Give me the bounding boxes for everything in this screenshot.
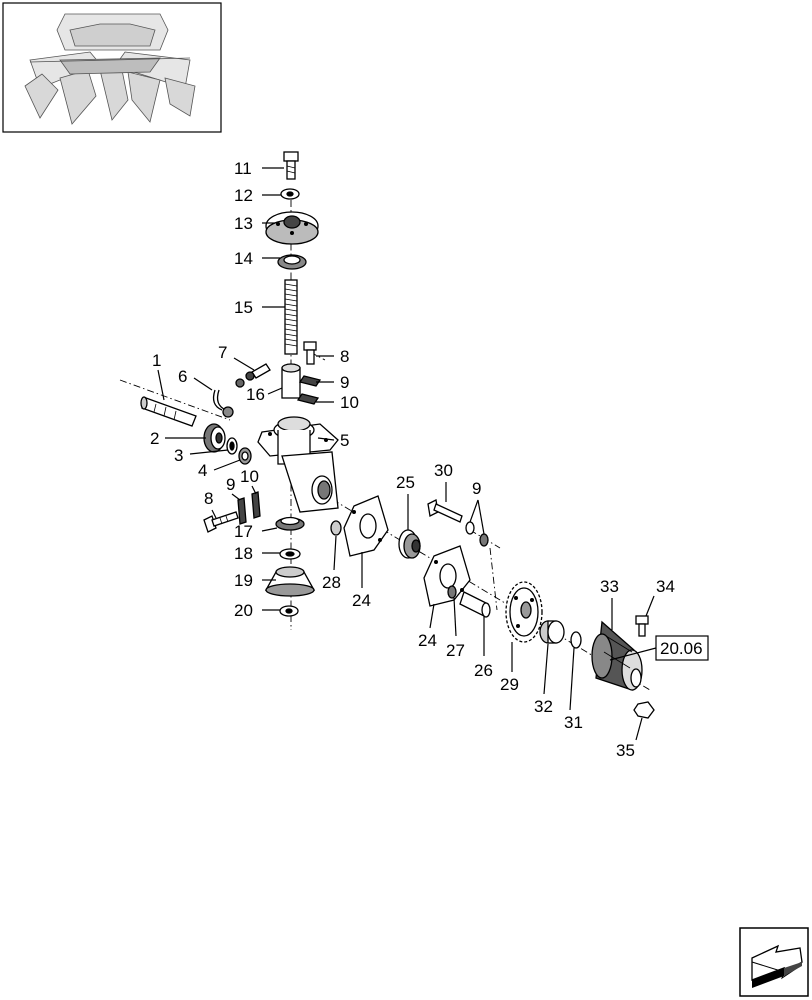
callout-29: 29 (500, 675, 519, 694)
next-page-arrow-icon[interactable] (739, 927, 809, 997)
machine-header-thumbnail (2, 2, 222, 133)
part-16-sleeve (281, 363, 301, 399)
callout-15: 15 (234, 298, 253, 317)
part-18-ring (279, 548, 301, 560)
part-12-washer (280, 188, 300, 200)
reference-box-20-06[interactable]: 20.06 (655, 635, 709, 661)
callout-10-upper: 10 (340, 393, 359, 412)
part-5-gearbox-housing (257, 416, 339, 513)
callout-9-lower: 9 (226, 475, 235, 494)
callout-26: 26 (474, 661, 493, 680)
part-14-bearing (277, 254, 307, 270)
part-9-clip-upper (298, 375, 322, 387)
part-26-bolt (459, 591, 491, 618)
callout-9-upper: 9 (340, 373, 349, 392)
callout-11: 11 (234, 159, 252, 178)
part-32-spacer (539, 620, 565, 644)
callout-4: 4 (198, 461, 207, 480)
callout-labels: 11 12 13 14 15 1 7 6 16 8 9 10 5 2 3 4 1… (150, 159, 675, 760)
part-1-pin (140, 396, 197, 427)
part-25-bush (398, 529, 421, 559)
callout-16: 16 (246, 385, 265, 404)
part-6-tube (212, 378, 245, 418)
callout-10-lower: 10 (240, 467, 259, 486)
callout-19: 19 (234, 571, 253, 590)
callout-13: 13 (234, 214, 253, 233)
callout-30: 30 (434, 461, 453, 480)
callout-2: 2 (150, 429, 159, 448)
part-19-bevel-gear (264, 566, 316, 597)
callout-6: 6 (178, 367, 187, 386)
part-13-hub (265, 211, 319, 245)
callout-8-lower: 8 (204, 489, 213, 508)
part-27-washer (447, 585, 457, 599)
part-10-clip-lower (251, 491, 261, 519)
callout-27: 27 (446, 641, 465, 660)
callout-8-upper: 8 (340, 347, 349, 366)
callout-3: 3 (174, 446, 183, 465)
callout-32: 32 (534, 697, 553, 716)
callout-35: 35 (616, 741, 635, 760)
part-35-nut (633, 701, 655, 719)
callout-1: 1 (152, 351, 161, 370)
callout-7: 7 (218, 343, 227, 362)
leader-lines (157, 167, 657, 741)
callout-20: 20 (234, 601, 253, 620)
callout-9-right: 9 (472, 479, 481, 498)
part-30-bolt (427, 499, 463, 523)
callout-17: 17 (234, 522, 253, 541)
callout-31: 31 (564, 713, 583, 732)
part-2-bearing (203, 423, 226, 453)
part-4-washer (238, 447, 252, 465)
callout-34: 34 (656, 577, 675, 596)
part-24-plate-a (343, 495, 389, 557)
part-28-collar (330, 520, 342, 536)
part-15-threaded-shaft (284, 279, 298, 355)
part-9-washers-right (465, 521, 489, 547)
callout-33: 33 (600, 577, 619, 596)
callout-5: 5 (340, 431, 349, 450)
part-10-clip-upper (296, 393, 320, 405)
assembly-axis-lines (119, 200, 651, 691)
part-8-bolt-lower (203, 511, 239, 533)
part-31-bush (570, 631, 582, 649)
callout-24-b: 24 (418, 631, 437, 650)
callout-12: 12 (234, 186, 253, 205)
part-34-bolt (635, 615, 649, 637)
callout-14: 14 (234, 249, 253, 268)
part-17-bearing (275, 516, 305, 531)
part-29-sprocket (505, 581, 543, 643)
part-9-clip-lower (237, 497, 247, 525)
part-33-drum (591, 620, 643, 691)
callout-28: 28 (322, 573, 341, 592)
callout-25: 25 (396, 473, 415, 492)
part-11-bolt (283, 151, 299, 180)
part-3-ring (226, 437, 238, 455)
callout-24-a: 24 (352, 591, 371, 610)
part-8-bolt-upper (303, 341, 317, 365)
part-7-grease-nipple (245, 363, 271, 381)
reference-box-label: 20.06 (660, 639, 703, 658)
part-20-nut (279, 605, 299, 617)
callout-18: 18 (234, 544, 253, 563)
